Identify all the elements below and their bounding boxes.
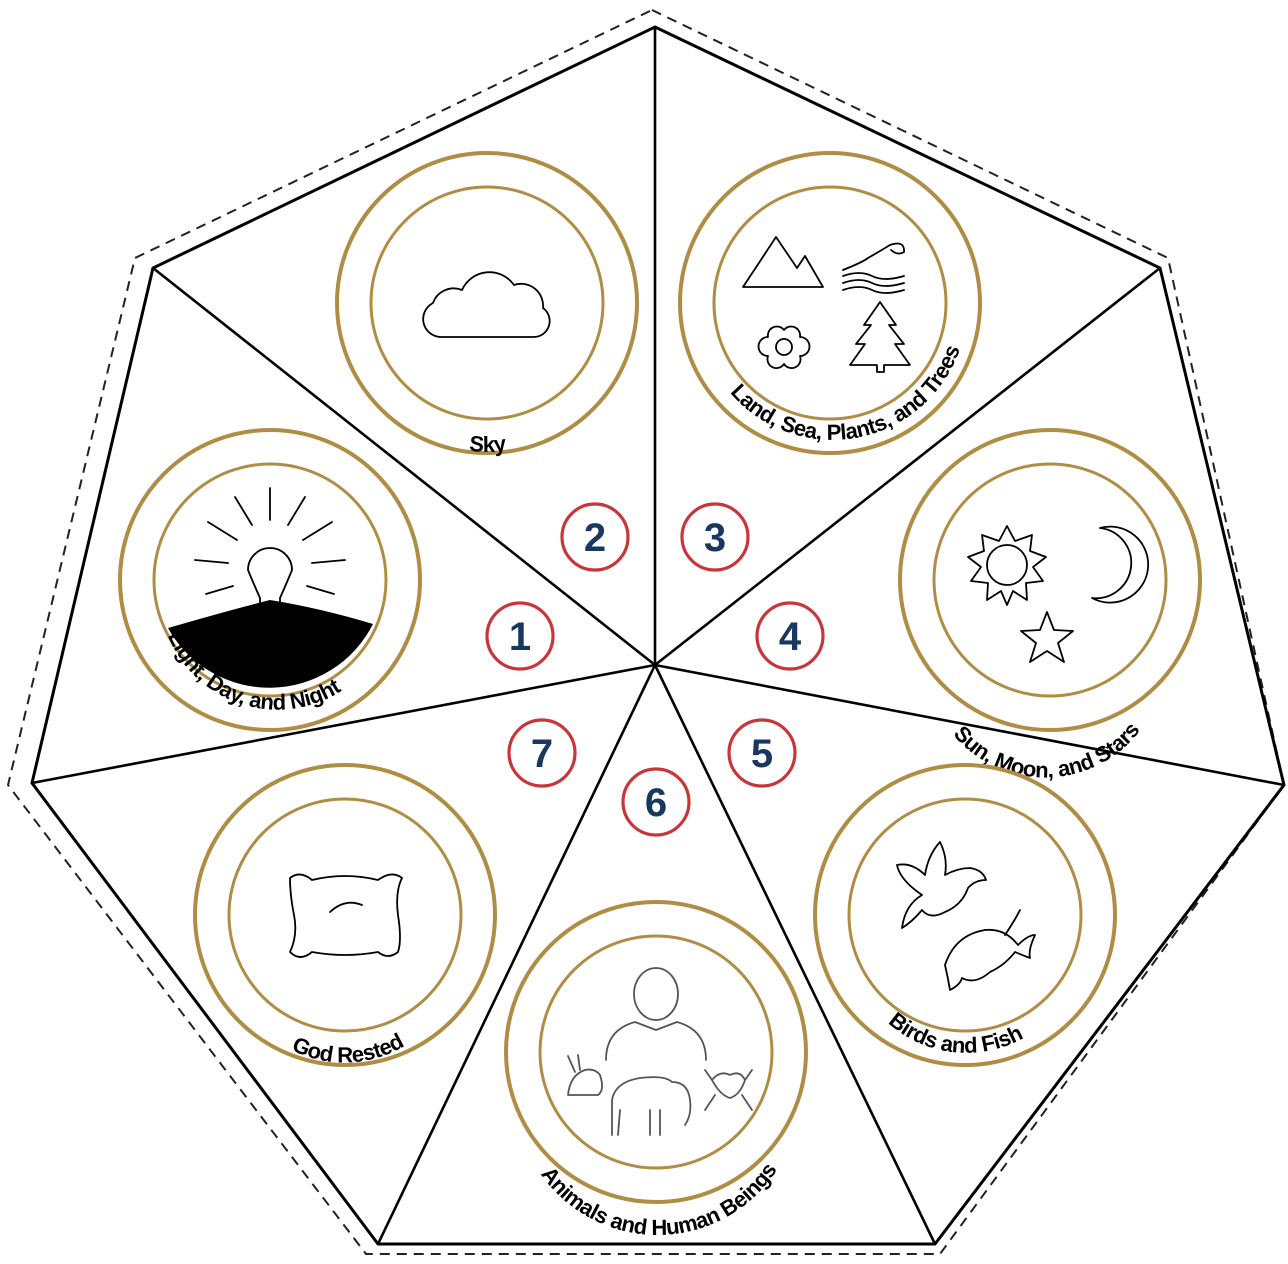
segment-1: Light, Day, and Night: [120, 430, 420, 730]
day-number-7: 7: [509, 720, 575, 786]
day-number-text: 1: [509, 615, 531, 659]
day-number-2: 2: [562, 504, 628, 570]
segment-5: Birds and Fish: [815, 765, 1115, 1065]
day-number-1: 1: [487, 603, 553, 669]
day-number-text: 7: [531, 732, 553, 776]
day-number-text: 3: [704, 516, 726, 560]
segment-label: Sky: [468, 431, 508, 457]
day-number-text: 5: [751, 732, 773, 776]
day-number-text: 2: [584, 516, 606, 560]
day-number-text: 4: [779, 615, 802, 659]
day-number-5: 5: [729, 720, 795, 786]
day-number-4: 4: [757, 603, 823, 669]
day-number-text: 6: [645, 781, 667, 825]
segment-6: Animals and Human Beings: [506, 902, 806, 1240]
segment-7: God Rested: [195, 765, 495, 1068]
svg-text:Sky: Sky: [468, 431, 508, 457]
segment-2: Sky: [337, 153, 637, 457]
day-number-6: 6: [623, 769, 689, 835]
day-number-3: 3: [682, 504, 748, 570]
segment-3: Land, Sea, Plants, and Trees: [680, 153, 980, 453]
